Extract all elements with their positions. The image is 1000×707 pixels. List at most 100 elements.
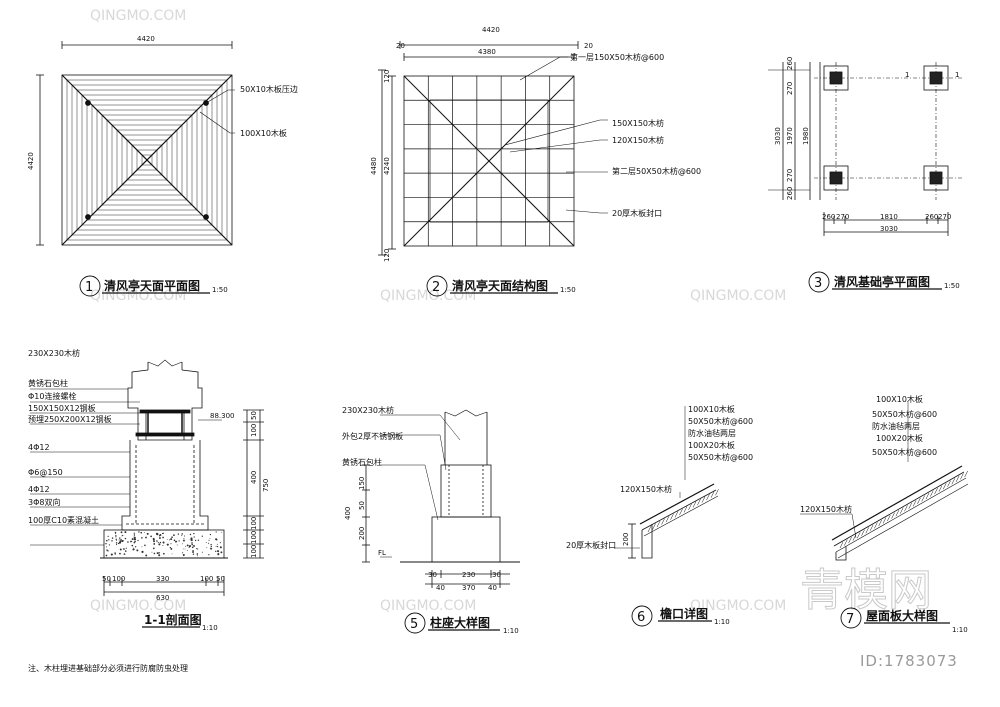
concrete-speckle <box>173 534 175 537</box>
concrete-speckle <box>133 534 136 536</box>
watermark-text: QINGMO.COM <box>90 598 186 614</box>
label-rebar-3: 3Φ8双向 <box>28 497 60 507</box>
concrete-speckle <box>221 531 223 533</box>
label-stirrup: Φ6@150 <box>28 468 63 477</box>
concrete-speckle <box>133 538 137 541</box>
detail-number: 2 <box>432 280 440 295</box>
hatch-line <box>942 483 947 490</box>
concrete-speckle <box>152 538 155 541</box>
dim-small-right: 20 <box>584 42 593 50</box>
concrete-speckle <box>140 531 143 534</box>
concrete-speckle <box>152 547 155 550</box>
label-column: 230X230木枋 <box>28 348 80 358</box>
concrete-speckle <box>162 536 164 539</box>
concrete-speckle <box>105 542 107 545</box>
label-board: 100X10木板 <box>688 404 735 414</box>
concrete-speckle <box>176 544 178 546</box>
label-sealing: 20厚木板封口 <box>566 540 616 550</box>
dim-right-2: 100 <box>250 424 258 437</box>
hatch-line <box>706 494 710 501</box>
dim-bottom-5: 50 <box>216 575 225 583</box>
concrete-speckle <box>166 539 168 540</box>
concrete-speckle <box>158 535 161 537</box>
detail-number: 3 <box>814 276 822 291</box>
concrete-speckle <box>189 539 191 541</box>
concrete-speckle <box>216 545 219 548</box>
concrete-speckle <box>208 539 210 541</box>
dim-right-6: 100 <box>250 545 258 558</box>
concrete-speckle <box>158 543 161 546</box>
hatch-line <box>844 539 848 546</box>
concrete-speckle <box>156 552 159 555</box>
drawing-scale: 1:10 <box>714 618 730 626</box>
concrete-speckle <box>108 544 110 546</box>
concrete-speckle <box>220 547 222 549</box>
hatch-line <box>899 507 904 514</box>
label-batten-2: 50X50木枋@600 <box>688 452 753 462</box>
concrete-speckle <box>196 555 198 557</box>
hatch-line <box>661 518 665 525</box>
concrete-speckle <box>133 532 135 534</box>
detail-number-circle <box>808 271 830 293</box>
concrete-speckle <box>115 538 117 541</box>
concrete-speckle <box>182 552 184 554</box>
concrete-speckle <box>123 548 125 550</box>
floor-level: FL <box>378 549 386 557</box>
concrete-speckle <box>161 532 164 535</box>
dim-right-total: 750 <box>262 479 270 492</box>
concrete-speckle <box>201 551 203 553</box>
concrete-speckle <box>209 533 212 536</box>
panel-roof-panel-text: 100X10木板 50X50木枋@600 防水油毡两层 100X20木板 50X… <box>800 394 968 634</box>
concrete-speckle <box>166 543 169 546</box>
hatch-line <box>921 495 925 502</box>
dim-left-1: 260 <box>786 57 794 70</box>
concrete-speckle <box>115 533 117 535</box>
concrete-speckle <box>131 540 133 542</box>
detail-number-circle <box>404 612 426 634</box>
panel-foundation-plan-text: 260 270 3030 1970 1980 270 260 260 270 1… <box>774 57 960 293</box>
label-layer2: 第二层50X50木枋@600 <box>612 166 701 176</box>
hatch-line <box>917 497 921 505</box>
drawing-title: 清风基础亭平面图 <box>834 274 930 289</box>
dim-bottom-3: 330 <box>156 575 169 583</box>
concrete-speckle <box>107 550 109 552</box>
dim-left-3: 3030 <box>774 127 782 145</box>
concrete-speckle <box>171 553 173 555</box>
hatch-line <box>938 485 943 492</box>
label-embedded-plate: 预埋250X200X12钢板 <box>28 414 112 424</box>
dim-left-4: 200 <box>358 527 366 540</box>
hatch-line <box>861 529 865 536</box>
concrete-speckle <box>115 536 117 538</box>
dim-bottom-5: 270 <box>938 213 951 221</box>
concrete-speckle <box>188 545 192 548</box>
concrete-speckle <box>141 546 143 548</box>
hatch-line <box>679 508 683 515</box>
concrete-speckle <box>219 542 221 544</box>
dim-left-top: 120 <box>383 70 391 83</box>
hatch-line <box>878 519 882 527</box>
drawing-scale: 1:50 <box>212 286 228 294</box>
label-beam150: 150X150木枋 <box>612 118 664 128</box>
label-layer1: 第一层150X50木枋@600 <box>570 52 664 62</box>
label-beam: 120X150木枋 <box>620 484 672 494</box>
watermark-id: ID:1783073 <box>860 652 958 670</box>
concrete-speckle <box>193 545 195 547</box>
watermark-text: QINGMO.COM <box>690 598 786 614</box>
watermark-layer: QINGMO.COM QINGMO.COM QINGMO.COM QINGMO.… <box>90 8 958 670</box>
concrete-speckle <box>197 539 200 541</box>
label-cladding: 外包2厚不锈钢板 <box>342 431 403 441</box>
concrete-speckle <box>191 543 193 546</box>
hatch-line <box>688 503 692 511</box>
hatch-line <box>964 470 968 478</box>
watermark-text: QINGMO.COM <box>380 288 476 304</box>
concrete-speckle <box>196 553 199 555</box>
concrete-speckle <box>181 533 184 535</box>
concrete-speckle <box>144 544 146 547</box>
hatch-line <box>891 512 895 519</box>
hatch-line <box>670 513 674 520</box>
watermark-text: QINGMO.COM <box>90 8 186 24</box>
dim-top-total: 4420 <box>482 26 500 34</box>
concrete-speckle <box>151 551 153 553</box>
dim-top: 4420 <box>137 35 155 43</box>
concrete-speckle <box>137 539 139 542</box>
